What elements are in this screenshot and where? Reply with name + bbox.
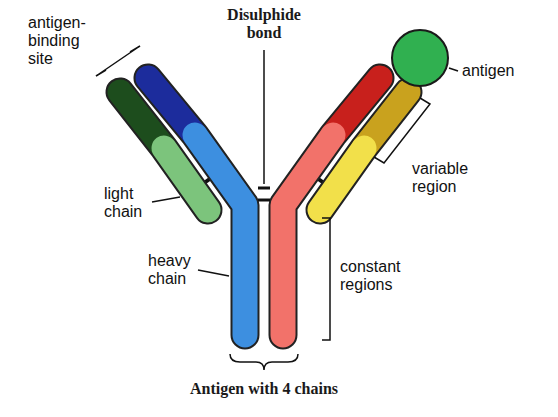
heavy-chain-outline xyxy=(283,78,380,335)
heavy-chain xyxy=(195,135,245,335)
leader-line xyxy=(263,50,265,184)
bracket xyxy=(322,218,330,340)
part-label: light chain xyxy=(104,185,152,221)
leader-line xyxy=(198,270,229,276)
disulphide-bond xyxy=(258,199,270,202)
part-label: variable region xyxy=(412,160,502,196)
light-chain xyxy=(320,148,364,210)
heavy-chain xyxy=(283,135,333,335)
bracket xyxy=(230,354,298,370)
part-label: antigen xyxy=(462,62,552,80)
title-label: Disulphide bond xyxy=(214,6,314,42)
bracket xyxy=(96,46,140,76)
bracket xyxy=(374,98,430,163)
part-label: heavy chain xyxy=(148,252,198,288)
leader-line xyxy=(152,197,180,202)
part-label: antigen-binding site xyxy=(28,14,108,68)
leader-line xyxy=(449,68,458,71)
part-label: constant regions xyxy=(340,258,440,294)
heavy-chain-outline xyxy=(148,78,245,335)
light-chain xyxy=(164,148,208,210)
caption-label: Antigen with 4 chains xyxy=(124,380,404,398)
antigen-shape xyxy=(392,30,448,86)
disulphide-bond xyxy=(258,187,270,190)
